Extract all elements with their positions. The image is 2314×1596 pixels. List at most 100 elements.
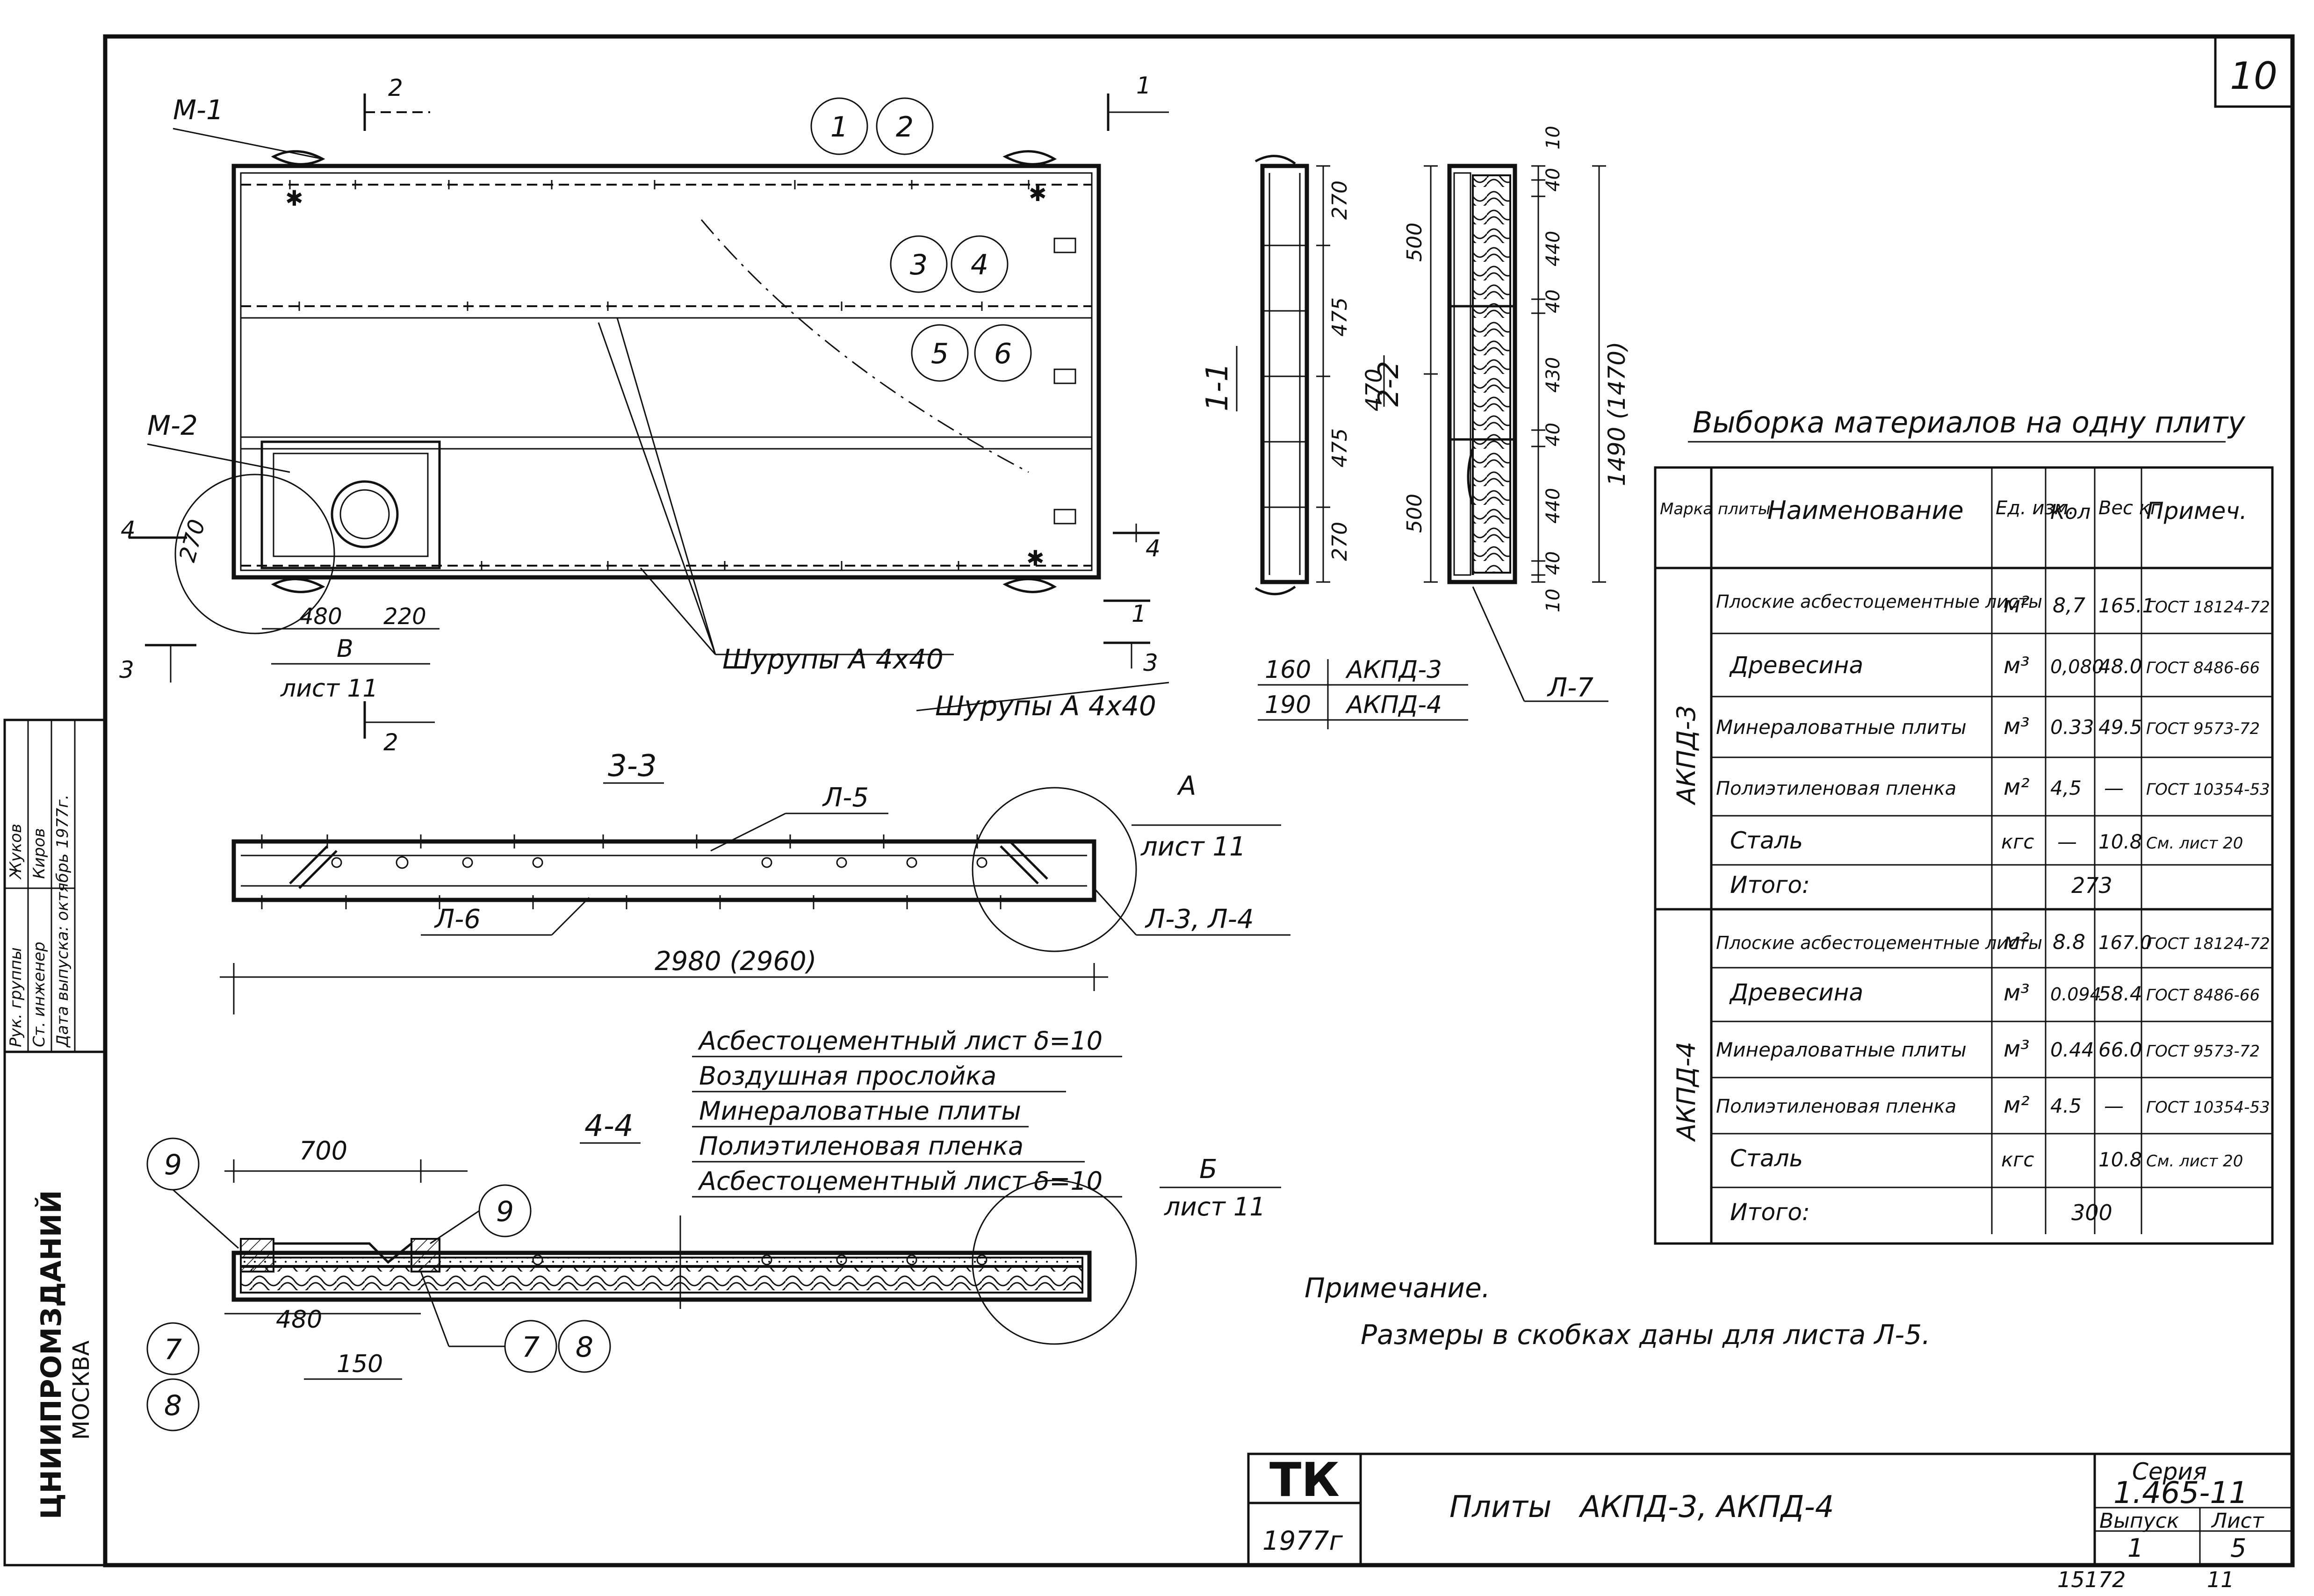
position-circles-plan: 1 2 3 4 5 6 — [810, 97, 1032, 382]
svg-text:49.5: 49.5 — [2098, 716, 2142, 739]
svg-text:58.4: 58.4 — [2098, 982, 2142, 1005]
svg-text:Древесина: Древесина — [1729, 652, 1863, 679]
svg-text:4: 4 — [121, 516, 136, 543]
svg-text:лист 11: лист 11 — [1164, 1192, 1266, 1222]
svg-text:1: 1 — [2127, 1533, 2143, 1563]
svg-text:2: 2 — [388, 74, 403, 101]
section-mark-2-top: 2 — [363, 74, 430, 131]
svg-text:40: 40 — [1543, 289, 1564, 313]
leader-l5: Л-5 — [822, 783, 869, 813]
svg-text:3: 3 — [1143, 649, 1158, 676]
svg-text:Кол: Кол — [2050, 500, 2091, 524]
svg-text:500: 500 — [1403, 494, 1427, 533]
svg-text:Серия: Серия — [2132, 1458, 2207, 1485]
svg-text:8,7: 8,7 — [2053, 594, 2085, 618]
svg-text:Сталь: Сталь — [1730, 827, 1803, 854]
svg-text:165.1: 165.1 — [2098, 594, 2155, 617]
svg-text:500: 500 — [1403, 223, 1427, 262]
callout-a-circle — [972, 787, 1137, 952]
svg-text:АКПД-4: АКПД-4 — [1345, 691, 1442, 719]
svg-text:м²: м² — [2004, 1092, 2029, 1118]
note-title: Примечание. — [1305, 1272, 1490, 1304]
svg-text:480: 480 — [276, 1306, 322, 1334]
svg-text:8: 8 — [576, 1331, 593, 1364]
svg-text:66.0: 66.0 — [2098, 1038, 2142, 1061]
svg-text:В: В — [337, 635, 353, 663]
svg-text:10.8: 10.8 — [2098, 830, 2142, 853]
svg-text:лист 11: лист 11 — [1140, 832, 1246, 862]
section-mark-1-top: 1 — [1107, 72, 1169, 131]
section-3-3: 3-3 Л-5 Л-6 Л-3, Л-4 А — [220, 749, 1290, 1014]
hatch-frame — [260, 440, 441, 569]
svg-text:См. лист 20: См. лист 20 — [2146, 834, 2243, 853]
svg-text:ГОСТ 9573-72: ГОСТ 9573-72 — [2146, 719, 2260, 738]
plan-view: ✱ ✱ ✱ — [231, 150, 1101, 593]
svg-text:9: 9 — [164, 1149, 182, 1181]
svg-text:Сталь: Сталь — [1730, 1145, 1803, 1172]
svg-text:270: 270 — [174, 517, 210, 565]
svg-text:Рук. группы: Рук. группы — [7, 947, 25, 1047]
svg-text:470: 470 — [1361, 368, 1387, 411]
svg-text:160: 160 — [1265, 656, 1311, 684]
svg-text:кгс: кгс — [2001, 1148, 2034, 1171]
svg-text:Марка плиты: Марка плиты — [1660, 500, 1771, 518]
section-mark-3-left: 3 — [119, 644, 196, 683]
svg-text:7: 7 — [164, 1333, 182, 1366]
section-mark-1-bottom: 1 — [1103, 599, 1150, 627]
svg-text:✱: ✱ — [285, 186, 303, 211]
svg-text:40: 40 — [1543, 551, 1564, 575]
archive-number: 15172 — [2057, 1567, 2126, 1592]
svg-text:Плоские асбестоцементные листы: Плоские асбестоцементные листы — [1716, 933, 2042, 953]
svg-text:270: 270 — [1328, 180, 1352, 220]
svg-text:440: 440 — [1543, 488, 1564, 524]
thickness-note: 160 АКПД-3 190 АКПД-4 — [1258, 656, 1468, 729]
svg-text:0,080: 0,080 — [2050, 656, 2104, 678]
svg-text:Итого:: Итого: — [1730, 871, 1810, 899]
svg-text:8: 8 — [164, 1389, 182, 1422]
callout-a: А — [1177, 771, 1196, 801]
svg-text:5: 5 — [2230, 1533, 2246, 1563]
svg-text:270: 270 — [1328, 522, 1352, 561]
svg-text:273: 273 — [2071, 873, 2112, 898]
svg-text:Полиэтиленовая пленка: Полиэтиленовая пленка — [1716, 1096, 1956, 1117]
svg-text:475: 475 — [1328, 297, 1352, 337]
svg-text:4: 4 — [1146, 535, 1161, 562]
svg-text:лист 11: лист 11 — [280, 675, 378, 703]
svg-text:4: 4 — [971, 249, 988, 281]
svg-text:АКПД-4: АКПД-4 — [1672, 1042, 1701, 1142]
svg-text:Дата выпуска: октябрь 1977г.: Дата выпуска: октябрь 1977г. — [53, 794, 72, 1048]
svg-text:3: 3 — [910, 249, 928, 281]
tk-mark: ТК — [1269, 1452, 1340, 1507]
svg-text:—: — — [2104, 776, 2124, 799]
svg-text:0.44: 0.44 — [2050, 1038, 2094, 1061]
section-1-1-label: 1-1 — [1200, 362, 1235, 411]
screws-leaders: Шурупы А 4х40 Шурупы А 4х40 — [598, 317, 1169, 722]
sheet-number-box — [2214, 35, 2294, 108]
svg-text:Полиэтиленовая пленка: Полиэтиленовая пленка — [1716, 778, 1956, 799]
svg-text:АКПД-3: АКПД-3 — [1672, 705, 1701, 805]
svg-text:475: 475 — [1328, 428, 1352, 467]
svg-text:—: — — [2057, 830, 2077, 853]
svg-text:ГОСТ 8486-66: ГОСТ 8486-66 — [2146, 659, 2260, 677]
callout-b-section: Б — [1199, 1154, 1217, 1185]
svg-text:167.0: 167.0 — [2098, 932, 2152, 954]
svg-text:Жуков: Жуков — [7, 824, 25, 880]
svg-text:Наименование: Наименование — [1767, 496, 1964, 525]
callout-b-plan: 270 480 220 В лист 11 — [174, 474, 440, 703]
svg-text:2: 2 — [896, 111, 914, 144]
section-mark-2-bottom: 2 — [363, 701, 435, 756]
svg-text:150: 150 — [337, 1350, 383, 1378]
svg-text:Ст. инженер: Ст. инженер — [30, 942, 49, 1047]
section-mark-4-right: 4 — [1113, 524, 1161, 562]
svg-text:м²: м² — [2004, 774, 2029, 800]
svg-text:АКПД-3: АКПД-3 — [1345, 656, 1442, 684]
svg-text:300: 300 — [2071, 1200, 2112, 1225]
svg-text:Минераловатные плиты: Минераловатные плиты — [1716, 1038, 1967, 1061]
svg-text:0.094: 0.094 — [2050, 984, 2101, 1005]
screws-label-2: Шурупы А 4х40 — [935, 690, 1156, 722]
svg-text:Полиэтиленовая пленка: Полиэтиленовая пленка — [699, 1131, 1024, 1161]
svg-text:6: 6 — [994, 338, 1012, 370]
title-block: ТК 1977г Плиты АКПД-3, АКПД-4 Серия 1.46… — [1247, 1452, 2294, 1567]
section-2-2-total: 1490 (1470) — [1603, 342, 1630, 486]
